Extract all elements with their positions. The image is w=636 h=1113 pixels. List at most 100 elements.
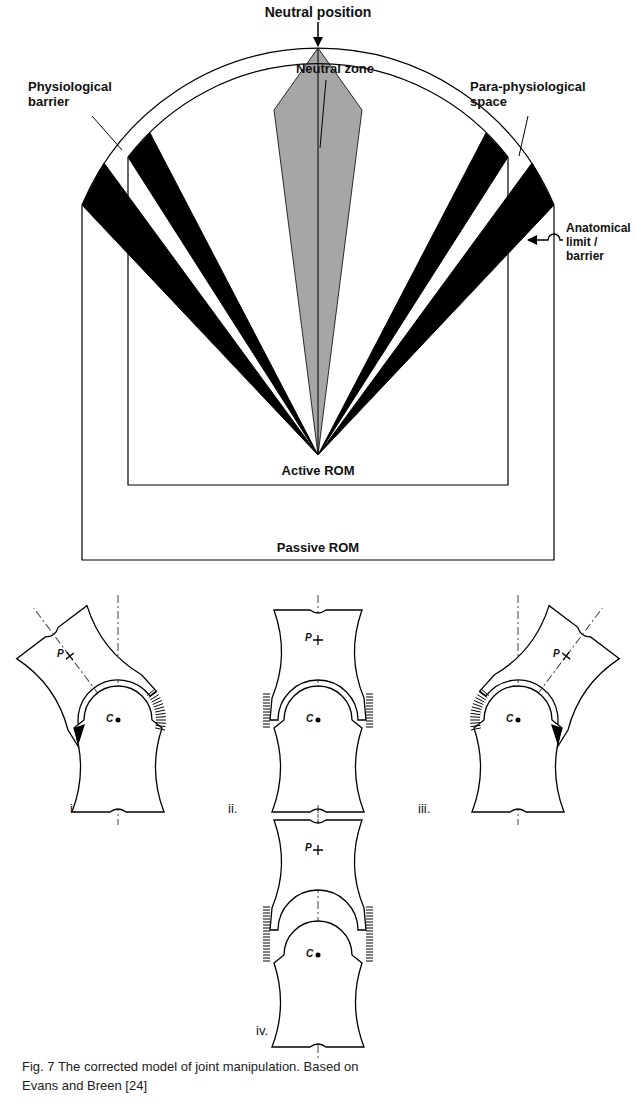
point-label: P (553, 648, 560, 660)
outer-arc (82, 48, 554, 205)
passive-rom-bracket (82, 205, 554, 560)
hatch-stroke (366, 724, 373, 725)
hatch-stroke (263, 934, 270, 935)
hatch-stroke (263, 694, 270, 695)
figure-numeral: iv. (256, 1024, 286, 1039)
point-label: C (306, 948, 313, 960)
hatch-stroke (366, 961, 373, 962)
hatch-stroke (263, 922, 270, 923)
region-label: Anatomical limit / barrier (566, 222, 632, 263)
point-label: P (57, 648, 64, 660)
plus-mark (313, 635, 323, 645)
leader-line (320, 80, 326, 148)
region-label: Physiological barrier (28, 80, 140, 110)
figure-numeral: ii. (228, 802, 258, 817)
hatch-stroke (366, 910, 373, 911)
pointer-label: Neutral position (218, 4, 418, 20)
hatch-stroke (263, 712, 270, 713)
hatch-stroke (263, 910, 270, 911)
neutral-joint (263, 595, 373, 825)
hatch-stroke (263, 706, 270, 707)
hatch-stroke (366, 712, 373, 713)
hatch-stroke (366, 700, 373, 701)
capsule-hatching (263, 907, 373, 961)
hatch-stroke (263, 913, 270, 914)
hatch-stroke (366, 946, 373, 947)
hatch-stroke (263, 937, 270, 938)
point-label: P (305, 842, 312, 854)
hatch-stroke (366, 943, 373, 944)
hatch-stroke (366, 955, 373, 956)
hatch-stroke (366, 928, 373, 929)
figure-numeral: iii. (418, 802, 452, 817)
point-label: C (106, 713, 113, 725)
hatch-stroke (366, 937, 373, 938)
inner-arc (128, 64, 508, 157)
hatch-stroke (263, 949, 270, 950)
hatch-stroke (366, 694, 373, 695)
active-rom-bracket (128, 157, 508, 485)
upper-bone (270, 820, 366, 930)
hatch-stroke (263, 724, 270, 725)
hatch-stroke (366, 919, 373, 920)
point-label: C (306, 713, 313, 725)
figure-numeral: i. (70, 802, 100, 817)
hatch-stroke (263, 928, 270, 929)
hatch-stroke (263, 700, 270, 701)
hatch-stroke (366, 715, 373, 716)
hatch-stroke (366, 913, 373, 914)
hatch-stroke (366, 949, 373, 950)
hatch-stroke (366, 703, 373, 704)
black-wedge (82, 163, 318, 455)
hatch-stroke (263, 931, 270, 932)
hatch-stroke (366, 727, 373, 728)
hatch-stroke (366, 952, 373, 953)
hatch-stroke (263, 703, 270, 704)
hatch-stroke (263, 925, 270, 926)
hatch-stroke (263, 721, 270, 722)
leader-line (92, 116, 122, 150)
hatch-stroke (366, 718, 373, 719)
hatch-stroke (366, 721, 373, 722)
hatch-stroke (366, 706, 373, 707)
hatch-stroke (263, 961, 270, 962)
hatch-stroke (263, 715, 270, 716)
range-label: Passive ROM (248, 541, 388, 556)
hatch-stroke (263, 919, 270, 920)
distracted-joint (263, 805, 373, 1060)
hatch-stroke (366, 916, 373, 917)
region-label: Neutral zone (270, 62, 400, 77)
tilted-joint (0, 579, 166, 825)
hatch-stroke (263, 940, 270, 941)
hatch-stroke (263, 907, 270, 908)
hatch-stroke (366, 709, 373, 710)
hatch-stroke (366, 697, 373, 698)
hatch-stroke (263, 916, 270, 917)
hatch-stroke (263, 709, 270, 710)
black-wedge (318, 163, 554, 455)
hatch-stroke (263, 952, 270, 953)
hatch-stroke (263, 727, 270, 728)
pointer-arrow (317, 22, 319, 46)
point-label: C (506, 713, 513, 725)
hatch-stroke (263, 718, 270, 719)
hatch-stroke (366, 931, 373, 932)
center-line (318, 48, 319, 455)
hatch-stroke (263, 697, 270, 698)
hatch-stroke (263, 958, 270, 959)
hatch-stroke (366, 922, 373, 923)
lower-bone (272, 686, 364, 812)
leader-line (519, 116, 528, 156)
tilted-joint (470, 579, 636, 825)
hatch-stroke (366, 934, 373, 935)
range-label: Active ROM (248, 464, 388, 479)
pointer-arrow (528, 234, 563, 240)
hatch-stroke (263, 955, 270, 956)
hatch-stroke (263, 946, 270, 947)
figure-caption: Fig. 7 The corrected model of joint mani… (22, 1058, 362, 1096)
plus-mark (313, 845, 323, 855)
capsule-hatching (263, 694, 373, 727)
point-label: P (305, 632, 312, 644)
